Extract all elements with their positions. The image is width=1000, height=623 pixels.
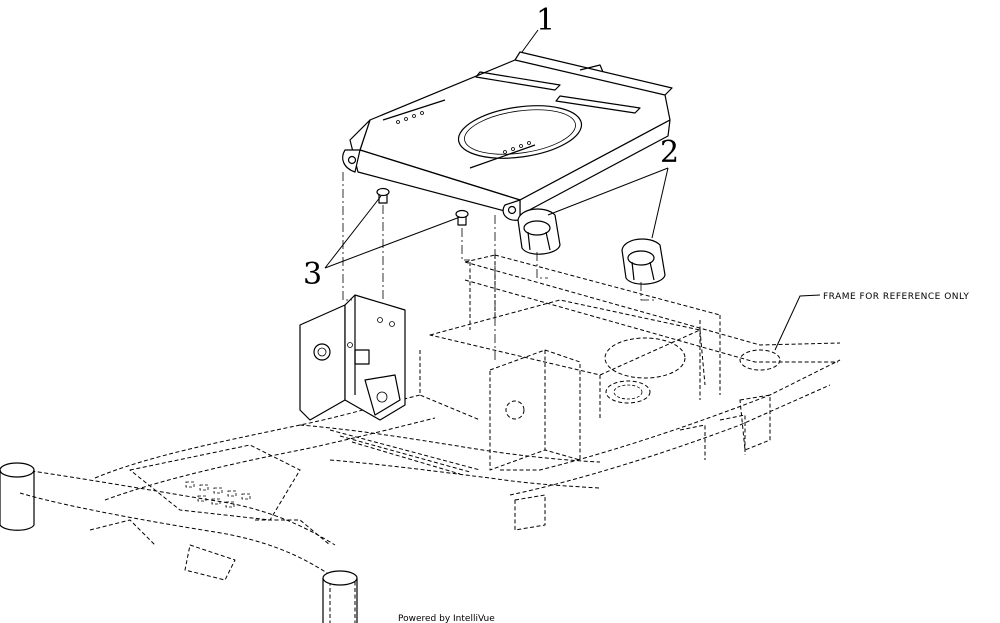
frame-tube-end [0,462,358,623]
bolt-left [376,187,390,204]
callout-part-2: 2 [660,135,679,170]
frame-hole-row [185,481,251,508]
frame-reference-note: FRAME FOR REFERENCE ONLY [823,292,969,302]
mower-frame [19,254,841,623]
callout-part-3: 3 [303,257,322,292]
assembly-centerlines [342,172,655,360]
seat-hole-row [396,111,531,154]
leader-lines [324,29,821,351]
seat-mount-bracket [299,294,406,421]
seat-bumper-right [621,238,666,285]
seat-pan [342,51,673,221]
footer-brand: Powered by IntelliVue [398,614,495,623]
bolt-right [455,209,469,226]
seat-bumper-left [517,208,561,255]
callout-part-1: 1 [536,3,555,38]
